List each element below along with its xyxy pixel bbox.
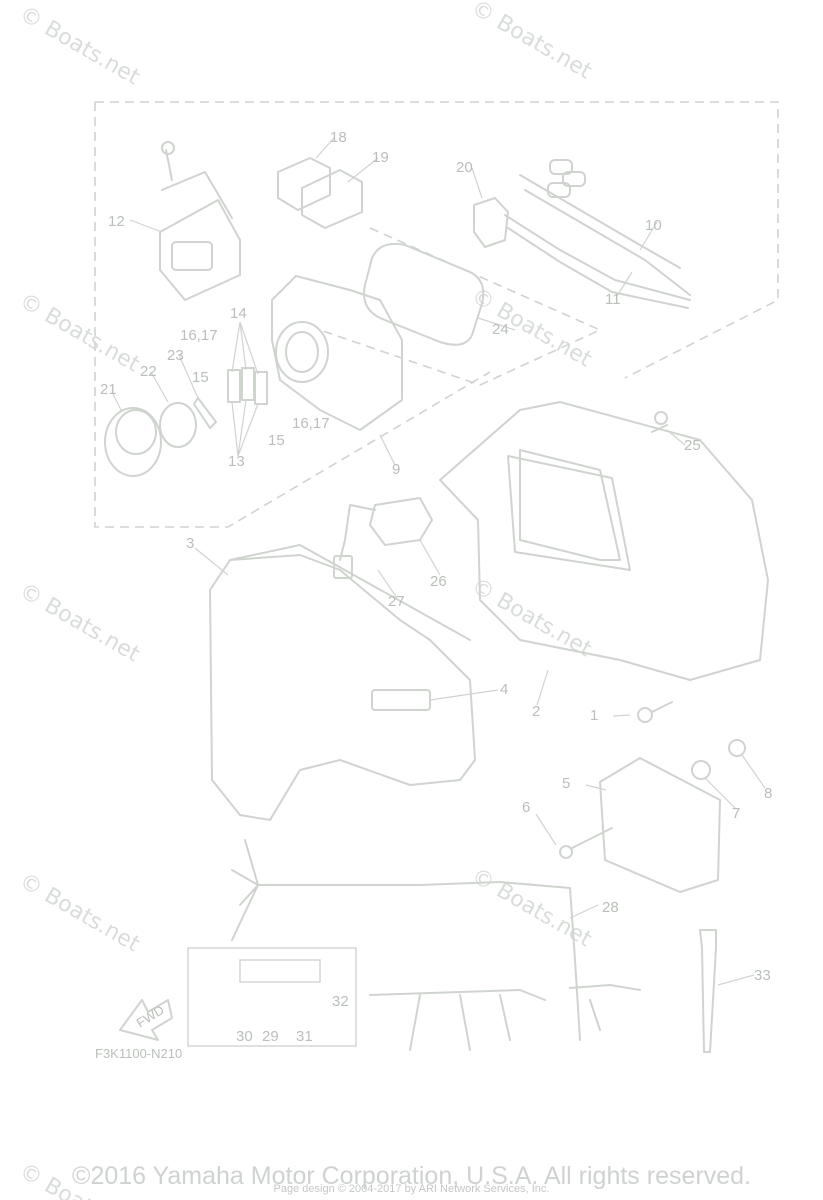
subassembly-boundary [94, 101, 779, 528]
callout-24: 24 [492, 321, 509, 338]
callout-20: 20 [456, 159, 473, 176]
callout-6: 6 [522, 799, 530, 816]
callout-10: 10 [645, 217, 662, 234]
part-cover [159, 141, 241, 301]
callout-7: 7 [732, 805, 740, 822]
watermark: © Boats.net [15, 2, 144, 91]
callout-19: 19 [372, 149, 389, 166]
watermark: © Boats.net [15, 869, 144, 958]
callout-1: 1 [590, 707, 598, 724]
callout-12: 12 [108, 213, 125, 230]
part-fuses [227, 321, 268, 457]
callout-15: 15 [192, 369, 209, 386]
callout-9: 9 [392, 461, 400, 478]
callout-5: 5 [562, 775, 570, 792]
part-relays [277, 157, 363, 229]
callout-15b: 15 [268, 432, 285, 449]
callout-33: 33 [754, 967, 771, 984]
callout-18: 18 [330, 129, 347, 146]
callout-14: 14 [230, 305, 247, 322]
watermark: © Boats.net [467, 574, 596, 663]
callout-21: 21 [100, 381, 117, 398]
part-cap [104, 397, 217, 477]
part-cable-tie [699, 929, 717, 1053]
callout-11: 11 [605, 291, 621, 308]
part-wire-harness [187, 839, 641, 1051]
part-relay-harness [333, 497, 433, 579]
callout-25: 25 [684, 437, 701, 454]
callout-30: 30 [236, 1028, 253, 1045]
fwd-arrow-icon: FWD [119, 999, 173, 1041]
callout-8: 8 [764, 785, 772, 802]
subassembly-boundary-inner [319, 227, 602, 386]
part-ecm [559, 411, 746, 893]
watermark: © Boats.net [467, 0, 596, 84]
callout-16-17b: 16,17 [292, 415, 330, 432]
part-connector-leads [473, 159, 691, 309]
copyright-notice: ©2016 Yamaha Motor Corporation, U.S.A. A… [72, 1162, 751, 1190]
callout-13: 13 [228, 453, 245, 470]
watermark: © Boats.net [15, 579, 144, 668]
callouts: 1 2 3 4 5 6 7 8 9 10 11 12 13 13 14 15 1… [100, 129, 772, 1045]
diagram-code: F3K1100-N210 [95, 1046, 182, 1061]
part-gasket [363, 242, 485, 346]
callout-2: 2 [532, 703, 540, 720]
part-lower-box [439, 401, 769, 681]
callout-23: 23 [167, 347, 184, 364]
callout-3: 3 [186, 535, 194, 552]
page-design-notice: Page design © 2004-2017 by ARI Network S… [273, 1183, 550, 1195]
watermark: © Boats.net [15, 289, 144, 378]
callout-28: 28 [602, 899, 619, 916]
callout-26: 26 [430, 573, 447, 590]
callout-31: 31 [296, 1028, 313, 1045]
part-housing [271, 275, 403, 431]
leader-lines [111, 137, 766, 986]
callout-27: 27 [388, 593, 405, 610]
callout-29: 29 [262, 1028, 279, 1045]
callout-4: 4 [500, 681, 508, 698]
watermarks: © Boats.net © Boats.net © Boats.net © Bo… [15, 0, 596, 1200]
callout-32: 32 [332, 993, 349, 1010]
callout-22: 22 [140, 363, 157, 380]
fwd-label: FWD [134, 1002, 167, 1030]
callout-16-17: 16,17 [180, 327, 218, 344]
watermark: © Boats.net [467, 864, 596, 953]
watermark: © Boats.net [467, 284, 596, 373]
